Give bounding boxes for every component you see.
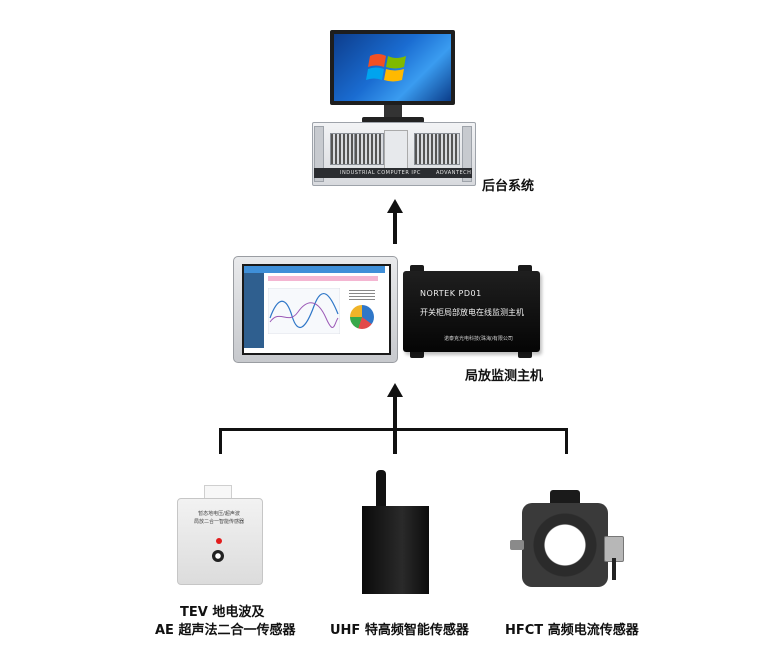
arrow-shaft-bus-to-host (393, 395, 397, 430)
hfct-cable (612, 558, 616, 580)
monitor-stand-base (362, 117, 424, 123)
monitor-stand-neck (384, 105, 402, 117)
nortek-company-text: 诺泰克光电科技(珠海)有限公司 (444, 336, 513, 342)
nortek-mount-tab (518, 350, 532, 358)
nortek-host-unit (403, 271, 540, 352)
bus-drop-uhf (393, 428, 397, 454)
nortek-model-text: NORTEK PD01 (420, 289, 482, 298)
bus-drop-hfct (565, 428, 568, 454)
tev-led-indicator (216, 538, 222, 544)
tev-label-line1: TEV 地电波及 (180, 605, 265, 620)
ipc-front-panel (384, 130, 408, 172)
ipc-handle-left (314, 126, 324, 182)
uhf-sensor (362, 506, 429, 594)
tev-device-text-line1: 暂态地电压/超声波 (198, 511, 240, 517)
nortek-mount-tab (410, 265, 424, 273)
screen-legend (349, 290, 375, 300)
ipc-handle-right (462, 126, 472, 182)
uhf-antenna (376, 470, 386, 508)
hfct-clamp-knob (510, 540, 524, 550)
arrow-up-icon (387, 383, 403, 397)
ipc-bottom-strip (314, 168, 472, 178)
ipc-vent (438, 133, 460, 165)
nortek-mount-tab (410, 350, 424, 358)
hfct-sensor (522, 503, 608, 587)
ipc-vent (354, 133, 384, 165)
screen-header-bar (244, 266, 385, 273)
arrow-shaft-host-to-backend (393, 210, 397, 244)
arrow-up-icon (387, 199, 403, 213)
tev-device-text-line2: 局放二合一智能传感器 (193, 519, 244, 525)
screen-sidebar (244, 273, 264, 348)
tev-label-line2: AE 超声法二合一传感器 (155, 623, 296, 638)
hfct-label: HFCT 高频电流传感器 (505, 623, 639, 638)
host-label: 局放监测主机 (465, 369, 544, 384)
nortek-name-text: 开关柜局部放电在线监测主机 (420, 308, 524, 317)
ipc-chassis-text: INDUSTRIAL COMPUTER IPC (340, 170, 421, 176)
tev-device-text: 暂态地电压/超声波 局放二合一智能传感器 (182, 510, 256, 526)
backend-label: 后台系统 (482, 179, 535, 194)
uhf-label: UHF 特高频智能传感器 (330, 623, 469, 638)
screen-waveform-graph (268, 288, 340, 334)
bus-drop-tev (219, 428, 222, 454)
ipc-brand-text: ADVANTECH (436, 170, 472, 176)
tev-button (212, 550, 224, 562)
windows-logo-icon (366, 54, 406, 82)
nortek-mount-tab (518, 265, 532, 273)
screen-banner (268, 276, 378, 281)
screen-pie-chart (350, 305, 374, 329)
